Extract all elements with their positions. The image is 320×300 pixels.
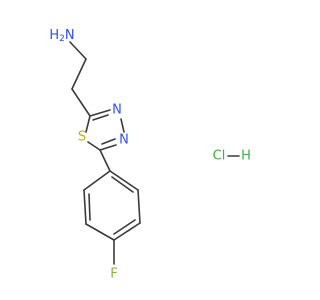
bond-c2-s1 [87,141,101,151]
bond-ar1 [109,170,139,191]
ring-n-top-label: N [112,103,122,118]
salt-hydrogen-label: H [241,149,251,164]
fluorophenyl-ring [83,170,141,241]
amine-hydrogen: H [49,28,59,43]
bond-c5-n4 [89,109,111,117]
bond-c2-aryl [99,149,111,172]
bond-ar4 [85,223,115,241]
thiadiazole-ring [85,109,125,151]
bond-ar2 [137,189,141,224]
chemical-structure: H2N N N S F Cl H [49,28,251,282]
bond-ar3 [113,222,141,241]
bond-ch2-ch2 [71,58,87,90]
bond-amine-ch2 [69,41,87,60]
side-chain-bonds [69,41,91,117]
ring-n-bottom-label: N [119,133,129,148]
bond-n4-n3 [120,118,125,133]
amine-subscript: 2 [59,34,65,44]
bond-ar3-inner [113,219,136,235]
bond-ar6 [83,170,111,191]
ring-s-label: S [78,130,86,145]
bond-ar5 [83,189,87,225]
bond-s1-c5 [85,115,91,133]
bond-c5-n4-double [92,114,109,121]
bond-ch2-ring [71,88,91,117]
bond-ar5-inner [88,193,91,221]
bond-n3-c2-double [101,138,116,145]
bond-ar1-inner [111,176,134,193]
amine-nitrogen: N [65,28,75,43]
amine-label: H2N [49,28,74,45]
bond-n3-c2 [99,144,117,151]
salt-chlorine-label: Cl [213,149,226,164]
fluorine-label: F [110,267,117,282]
